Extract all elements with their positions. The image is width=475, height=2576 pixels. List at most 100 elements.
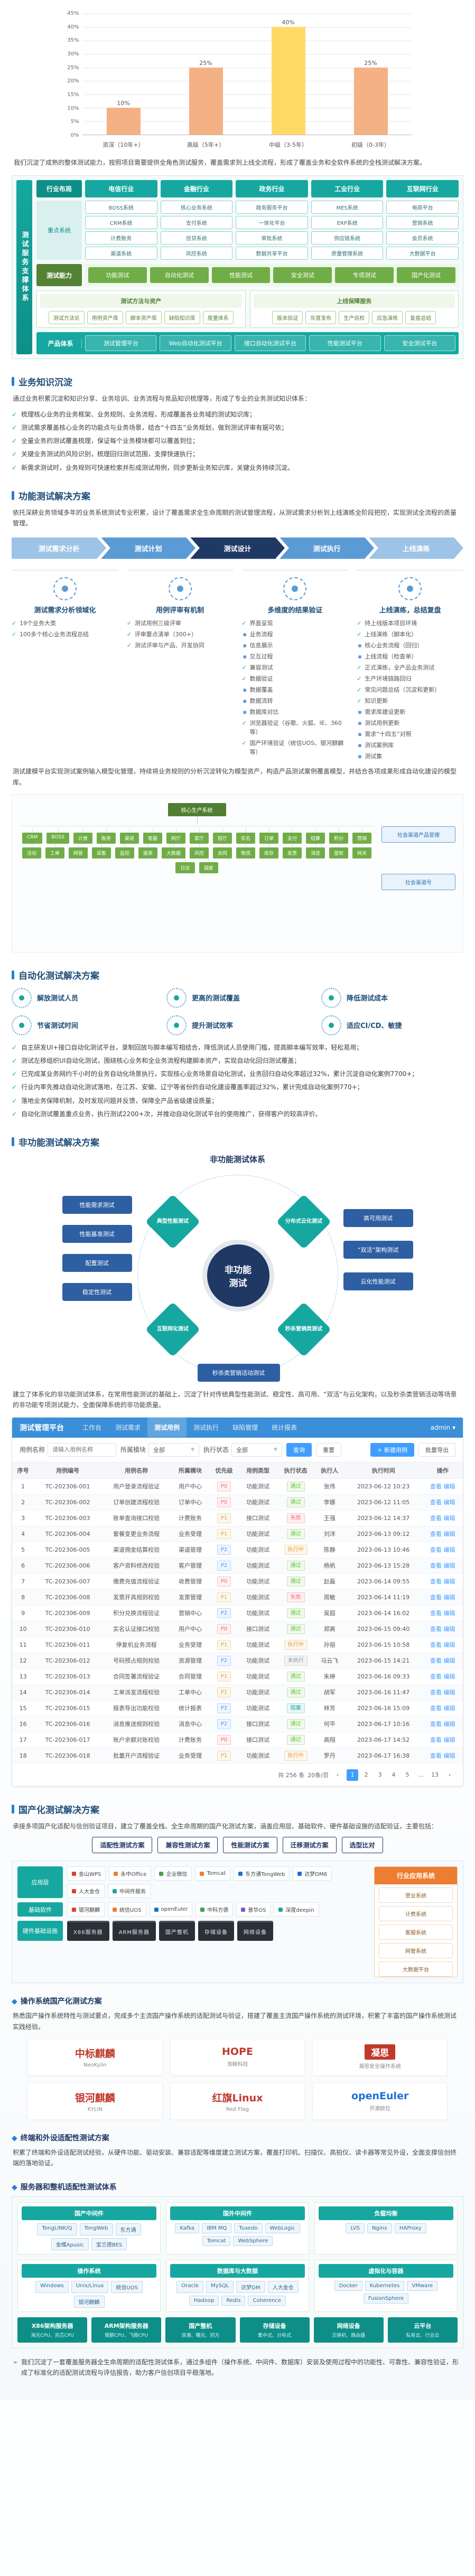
view-link[interactable]: 查看 — [430, 1737, 442, 1744]
view-link[interactable]: 查看 — [430, 1752, 442, 1760]
table-row[interactable]: 8 TC-202306-008 发票开具规则校验 发票管理 P1 功能测试 失败… — [12, 1589, 463, 1606]
case-id-link[interactable]: TC-202306-015 — [34, 1700, 101, 1716]
view-link[interactable]: 查看 — [430, 1562, 442, 1570]
new-case-button[interactable]: + 新建用例 — [370, 1442, 414, 1457]
edit-link[interactable]: 编辑 — [443, 1483, 455, 1490]
edit-link[interactable]: 编辑 — [443, 1546, 455, 1554]
case-id-link[interactable]: TC-202306-008 — [34, 1589, 101, 1606]
view-link[interactable]: 查看 — [430, 1705, 442, 1712]
table-row[interactable]: 7 TC-202306-007 缴费充值流程验证 收费管理 P0 功能测试 通过… — [12, 1573, 463, 1590]
table-row[interactable]: 9 TC-202306-009 积分兑换流程验证 营销中心 P2 功能测试 通过… — [12, 1605, 463, 1621]
platform-tab[interactable]: 缺陷管理 — [232, 1424, 258, 1432]
case-id-link[interactable]: TC-202306-018 — [34, 1748, 101, 1764]
edit-link[interactable]: 编辑 — [443, 1594, 455, 1601]
edit-link[interactable]: 编辑 — [443, 1689, 455, 1696]
table-row[interactable]: 10 TC-202306-010 实名认证接口校验 用户中心 P0 接口测试 通… — [12, 1621, 463, 1637]
edit-link[interactable]: 编辑 — [443, 1562, 455, 1570]
view-link[interactable]: 查看 — [430, 1657, 442, 1665]
table-row[interactable]: 6 TC-202306-006 客户资料修改校验 客户管理 P2 功能测试 通过… — [12, 1558, 463, 1574]
edit-link[interactable]: 编辑 — [443, 1531, 455, 1538]
table-row[interactable]: 12 TC-202306-012 号码预占规则校验 资源管理 P2 功能测试 未… — [12, 1653, 463, 1669]
platform-tab[interactable]: 统计报表 — [272, 1424, 297, 1432]
edit-link[interactable]: 编辑 — [443, 1578, 455, 1586]
user-menu[interactable]: admin ▾ — [430, 1423, 455, 1431]
case-id-link[interactable]: TC-202306-017 — [34, 1732, 101, 1748]
view-link[interactable]: 查看 — [430, 1578, 442, 1586]
table-row[interactable]: 17 TC-202306-017 账户余额对账校验 计费账务 P0 接口测试 通… — [12, 1732, 463, 1748]
table-row[interactable]: 1 TC-202306-001 用户登录流程验证 用户中心 P0 功能测试 通过… — [12, 1478, 463, 1495]
page-number[interactable]: 1 — [347, 1769, 358, 1781]
edit-link[interactable]: 编辑 — [443, 1626, 455, 1633]
case-id-link[interactable]: TC-202306-013 — [34, 1668, 101, 1685]
view-link[interactable]: 查看 — [430, 1531, 442, 1538]
view-link[interactable]: 查看 — [430, 1641, 442, 1649]
page-number[interactable]: 2 — [364, 1771, 368, 1779]
edit-link[interactable]: 编辑 — [443, 1641, 455, 1649]
view-link[interactable]: 查看 — [430, 1689, 442, 1696]
priority-badge: P1 — [217, 1528, 231, 1539]
module-select[interactable]: 全部▼ — [148, 1442, 200, 1457]
view-link[interactable]: 查看 — [430, 1626, 442, 1633]
reset-button[interactable]: 重置 — [316, 1442, 342, 1457]
table-row[interactable]: 2 TC-202306-002 订单创建流程校验 订单中心 P0 功能测试 通过… — [12, 1494, 463, 1511]
page-number[interactable]: 5 — [405, 1771, 409, 1779]
page-number[interactable]: 13 — [431, 1771, 439, 1779]
table-row[interactable]: 14 TC-202306-014 工单派发流程校验 工单中心 P1 功能测试 通… — [12, 1684, 463, 1701]
case-id-link[interactable]: TC-202306-010 — [34, 1621, 101, 1637]
edit-link[interactable]: 编辑 — [443, 1610, 455, 1617]
edit-link[interactable]: 编辑 — [443, 1705, 455, 1712]
view-link[interactable]: 查看 — [430, 1673, 442, 1681]
view-link[interactable]: 查看 — [430, 1610, 442, 1617]
platform-tab[interactable]: 工作台 — [82, 1424, 102, 1432]
case-id-link[interactable]: TC-202306-009 — [34, 1605, 101, 1621]
table-row[interactable]: 4 TC-202306-004 套餐变更业务流程 业务受理 P1 功能测试 通过… — [12, 1526, 463, 1542]
case-id-link[interactable]: TC-202306-001 — [34, 1478, 101, 1495]
next-page-button[interactable]: › — [448, 1771, 451, 1779]
view-link[interactable]: 查看 — [430, 1546, 442, 1554]
table-row[interactable]: 15 TC-202306-015 报表导出功能校验 统计报表 P2 功能测试 阻… — [12, 1700, 463, 1716]
case-id-link[interactable]: TC-202306-006 — [34, 1558, 101, 1574]
page-number[interactable]: 4 — [392, 1771, 396, 1779]
page-number[interactable]: 3 — [378, 1771, 382, 1779]
edit-link[interactable]: 编辑 — [443, 1752, 455, 1760]
view-link[interactable]: 查看 — [430, 1594, 442, 1601]
prev-page-button[interactable]: ‹ — [336, 1771, 339, 1779]
table-row[interactable]: 16 TC-202306-016 消息推送规则校验 消息中心 P2 接口测试 通… — [12, 1716, 463, 1732]
case-id-link[interactable]: TC-202306-004 — [34, 1526, 101, 1542]
case-id-link[interactable]: TC-202306-003 — [34, 1510, 101, 1526]
edit-link[interactable]: 编辑 — [443, 1499, 455, 1506]
view-link[interactable]: 查看 — [430, 1483, 442, 1490]
case-id-link[interactable]: TC-202306-002 — [34, 1494, 101, 1511]
platform-tab[interactable]: 测试需求 — [115, 1424, 141, 1432]
case-id-link[interactable]: TC-202306-007 — [34, 1573, 101, 1590]
case-id-link[interactable]: TC-202306-005 — [34, 1542, 101, 1558]
edit-link[interactable]: 编辑 — [443, 1737, 455, 1744]
case-name-input[interactable] — [48, 1442, 117, 1457]
page-number[interactable]: … — [418, 1771, 424, 1779]
view-link[interactable]: 查看 — [430, 1515, 442, 1522]
export-button[interactable]: 批量导出 — [418, 1442, 455, 1457]
edit-link[interactable]: 编辑 — [443, 1657, 455, 1665]
view-link[interactable]: 查看 — [430, 1499, 442, 1506]
case-id-link[interactable]: TC-202306-016 — [34, 1716, 101, 1732]
table-row[interactable]: 5 TC-202306-005 渠道佣金结算校验 渠道管理 P2 功能测试 执行… — [12, 1542, 463, 1558]
case-id-link[interactable]: TC-202306-011 — [34, 1637, 101, 1653]
platform-tab[interactable]: 测试执行 — [193, 1424, 219, 1432]
view-link[interactable]: 查看 — [430, 1721, 442, 1728]
edit-link[interactable]: 编辑 — [443, 1673, 455, 1681]
platform-tab[interactable]: 测试用例 — [147, 1418, 187, 1438]
table-row[interactable]: 11 TC-202306-011 停复机业务流程 业务受理 P1 功能测试 执行… — [12, 1637, 463, 1653]
nf-test-box: 性能需求测试 — [62, 1196, 132, 1214]
table-row[interactable]: 13 TC-202306-013 合同签署流程验证 合同管理 P1 功能测试 通… — [12, 1668, 463, 1685]
case-id-link[interactable]: TC-202306-012 — [34, 1653, 101, 1669]
priority-badge: P0 — [217, 1734, 231, 1745]
status-select[interactable]: 全部▼ — [231, 1442, 283, 1457]
table-row[interactable]: 18 TC-202306-018 批量开户流程验证 业务受理 P1 功能测试 执… — [12, 1748, 463, 1764]
search-button[interactable]: 查询 — [286, 1442, 312, 1457]
edit-link[interactable]: 编辑 — [443, 1721, 455, 1728]
table-row[interactable]: 3 TC-202306-003 账单查询接口校验 计费账务 P1 接口测试 失败… — [12, 1510, 463, 1526]
page-size-select[interactable]: 20条/页 — [308, 1771, 329, 1779]
edit-link[interactable]: 编辑 — [443, 1515, 455, 1522]
feature-item: 浏览器验证（谷歌、火狐、IE、360等） — [242, 719, 349, 737]
case-id-link[interactable]: TC-202306-014 — [34, 1684, 101, 1701]
